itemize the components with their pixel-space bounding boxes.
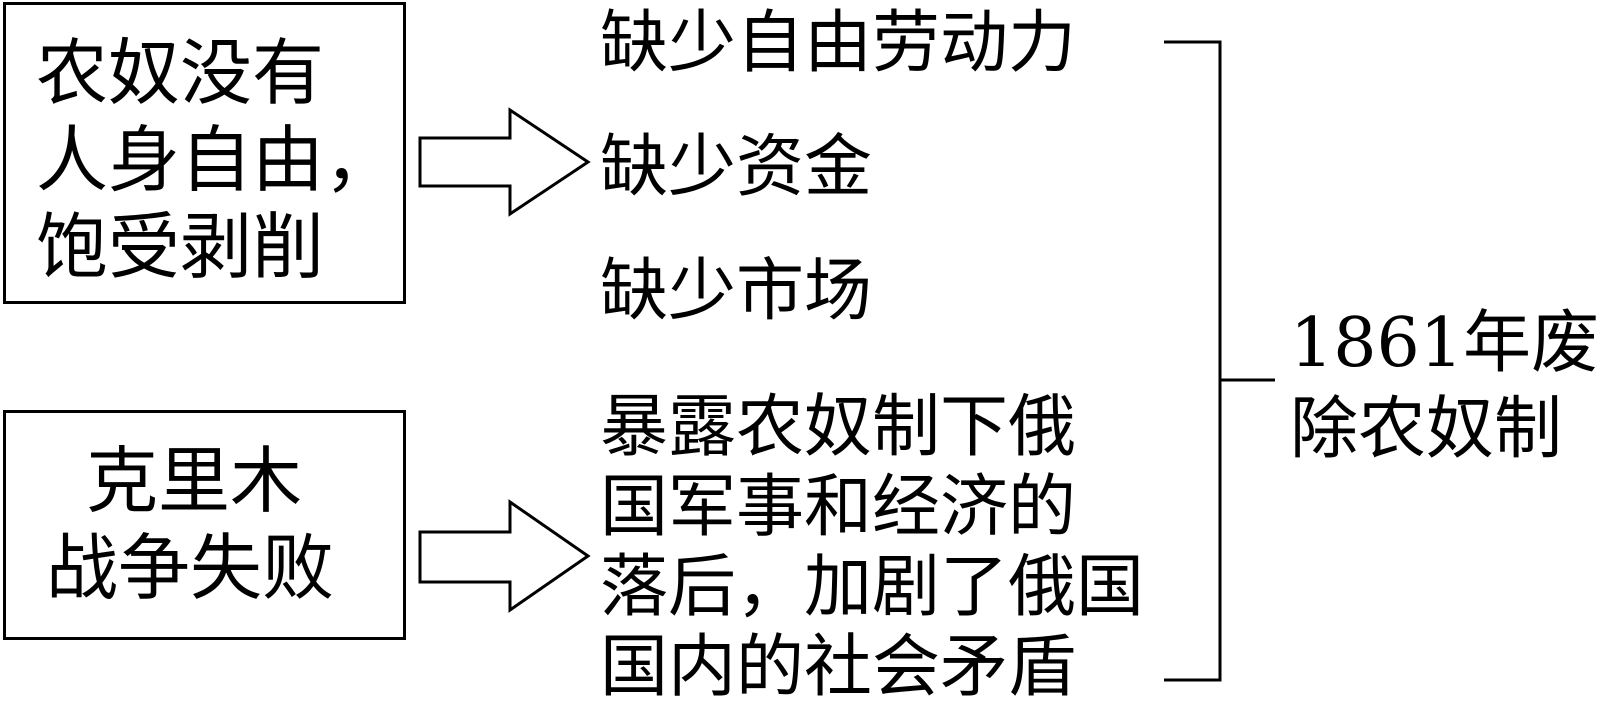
effect-item-market: 缺少市场: [600, 252, 873, 331]
effect-item-line: 国内的社会矛盾: [600, 628, 1077, 707]
effect-item-line: 国军事和经济的: [600, 468, 1077, 547]
cause-box-line: 人身自由，: [36, 118, 397, 202]
arrow-lower-icon: [418, 499, 591, 613]
cause-box-serf-conditions: 农奴没有 人身自由， 饱受剥削: [3, 2, 406, 304]
effect-item-labor: 缺少自由劳动力: [600, 4, 1077, 83]
result-line: 1861年废: [1290, 304, 1600, 383]
bracket-line: [1164, 40, 1222, 682]
cause-box-crimean-war: 克里木 战争失败: [3, 410, 406, 640]
cause-box-line: 克里木: [86, 439, 303, 523]
cause-box-line: 战争失败: [46, 526, 335, 610]
cause-box-line: 饱受剥削: [36, 205, 325, 289]
effect-item-line: 落后，加剧了俄国: [600, 548, 1145, 627]
effect-item-line: 暴露农奴制下俄: [600, 388, 1077, 467]
effect-item-capital: 缺少资金: [600, 128, 873, 207]
arrow-upper-icon: [418, 107, 591, 217]
cause-box-line: 农奴没有: [36, 31, 325, 115]
result-line: 除农奴制: [1290, 390, 1563, 469]
